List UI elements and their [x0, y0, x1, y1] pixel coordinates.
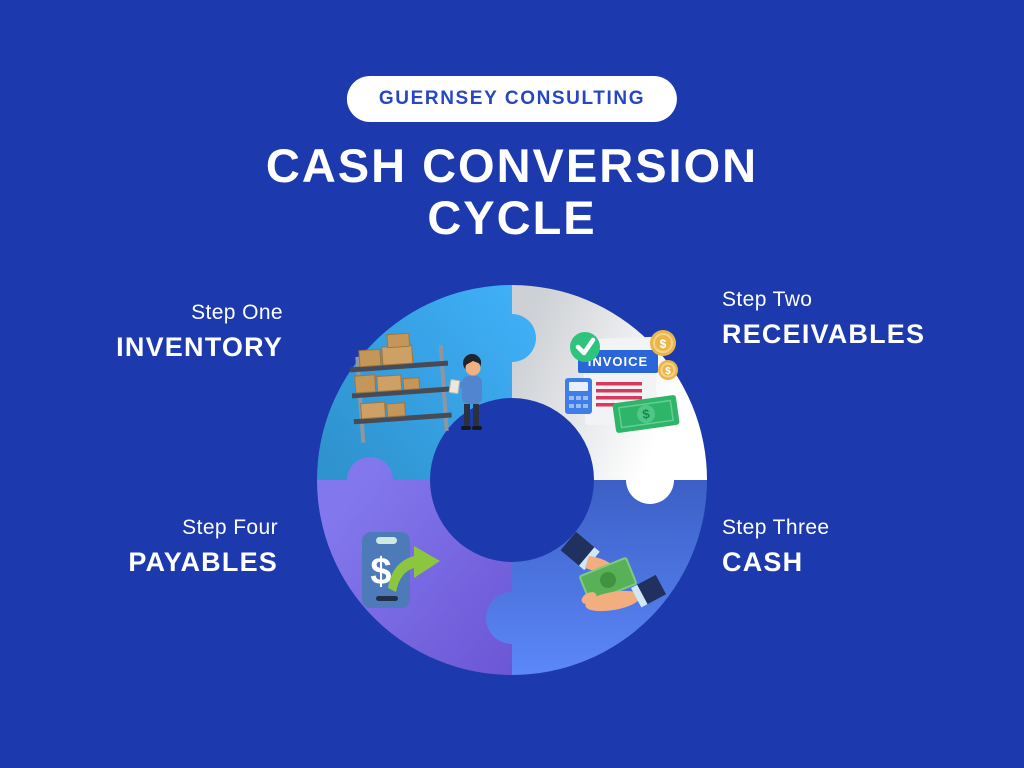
hands-exchanging-cash-icon: [560, 531, 667, 612]
shelf-rack: [350, 332, 452, 443]
puzzle-knob-bottom: [486, 592, 538, 644]
svg-text:$: $: [641, 406, 651, 422]
brand-badge: GUERNSEY CONSULTING: [346, 76, 678, 122]
mobile-payment-arrow-icon: $: [362, 532, 440, 608]
puzzle-knob-right: [626, 456, 674, 504]
step-three-label-block: Step Three CASH: [722, 516, 982, 578]
step-three-name: CASH: [722, 547, 804, 577]
receiving-hand-sleeve: [631, 574, 667, 608]
invoice-header-text: INVOICE: [588, 354, 648, 369]
invoice-header-band: [578, 350, 658, 373]
warehouse-shelf-icon: [350, 332, 482, 443]
step-one-label: Step One: [191, 301, 283, 324]
step-three-label: Step Three: [722, 516, 830, 539]
calculator-icon: [565, 378, 592, 414]
cash-banknote: [579, 557, 637, 603]
phone-body: [362, 532, 410, 608]
worker-figure: [448, 354, 482, 430]
title-line-1: CASH CONVERSION: [265, 139, 759, 192]
receiving-hand: [581, 590, 641, 612]
step-four-label: Step Four: [182, 516, 278, 539]
svg-text:$: $: [665, 366, 671, 377]
phone-speaker: [376, 537, 397, 544]
title-line-2: CYCLE: [427, 190, 597, 244]
step-one-label-block: Step One INVENTORY: [58, 301, 283, 363]
coin-icon: $: [650, 330, 676, 356]
cardboard-boxes: [354, 332, 421, 420]
step-two-label-block: Step Two RECEIVABLES: [722, 288, 982, 350]
svg-text:$: $: [660, 337, 667, 351]
invoice-text-lines: [596, 382, 642, 407]
phone-dollar-sign: $: [370, 551, 391, 593]
payment-arrow: [388, 546, 440, 592]
step-four-name: PAYABLES: [128, 547, 278, 577]
banknote-icon: $: [612, 395, 680, 433]
phone-home-bar: [376, 596, 398, 601]
puzzle-knob-left: [347, 457, 393, 503]
step-four-label-block: Step Four PAYABLES: [53, 516, 278, 578]
step-two-name: RECEIVABLES: [722, 319, 926, 349]
coin-icon-small: $: [658, 360, 678, 380]
step-one-name: INVENTORY: [116, 332, 283, 362]
page-title: CASH CONVERSION CYCLE: [0, 140, 1024, 243]
step-two-label: Step Two: [722, 288, 813, 311]
puzzle-knob-top: [488, 314, 536, 362]
check-icon: [570, 332, 600, 362]
invoice-icon: INVOICE $ $: [565, 330, 680, 433]
